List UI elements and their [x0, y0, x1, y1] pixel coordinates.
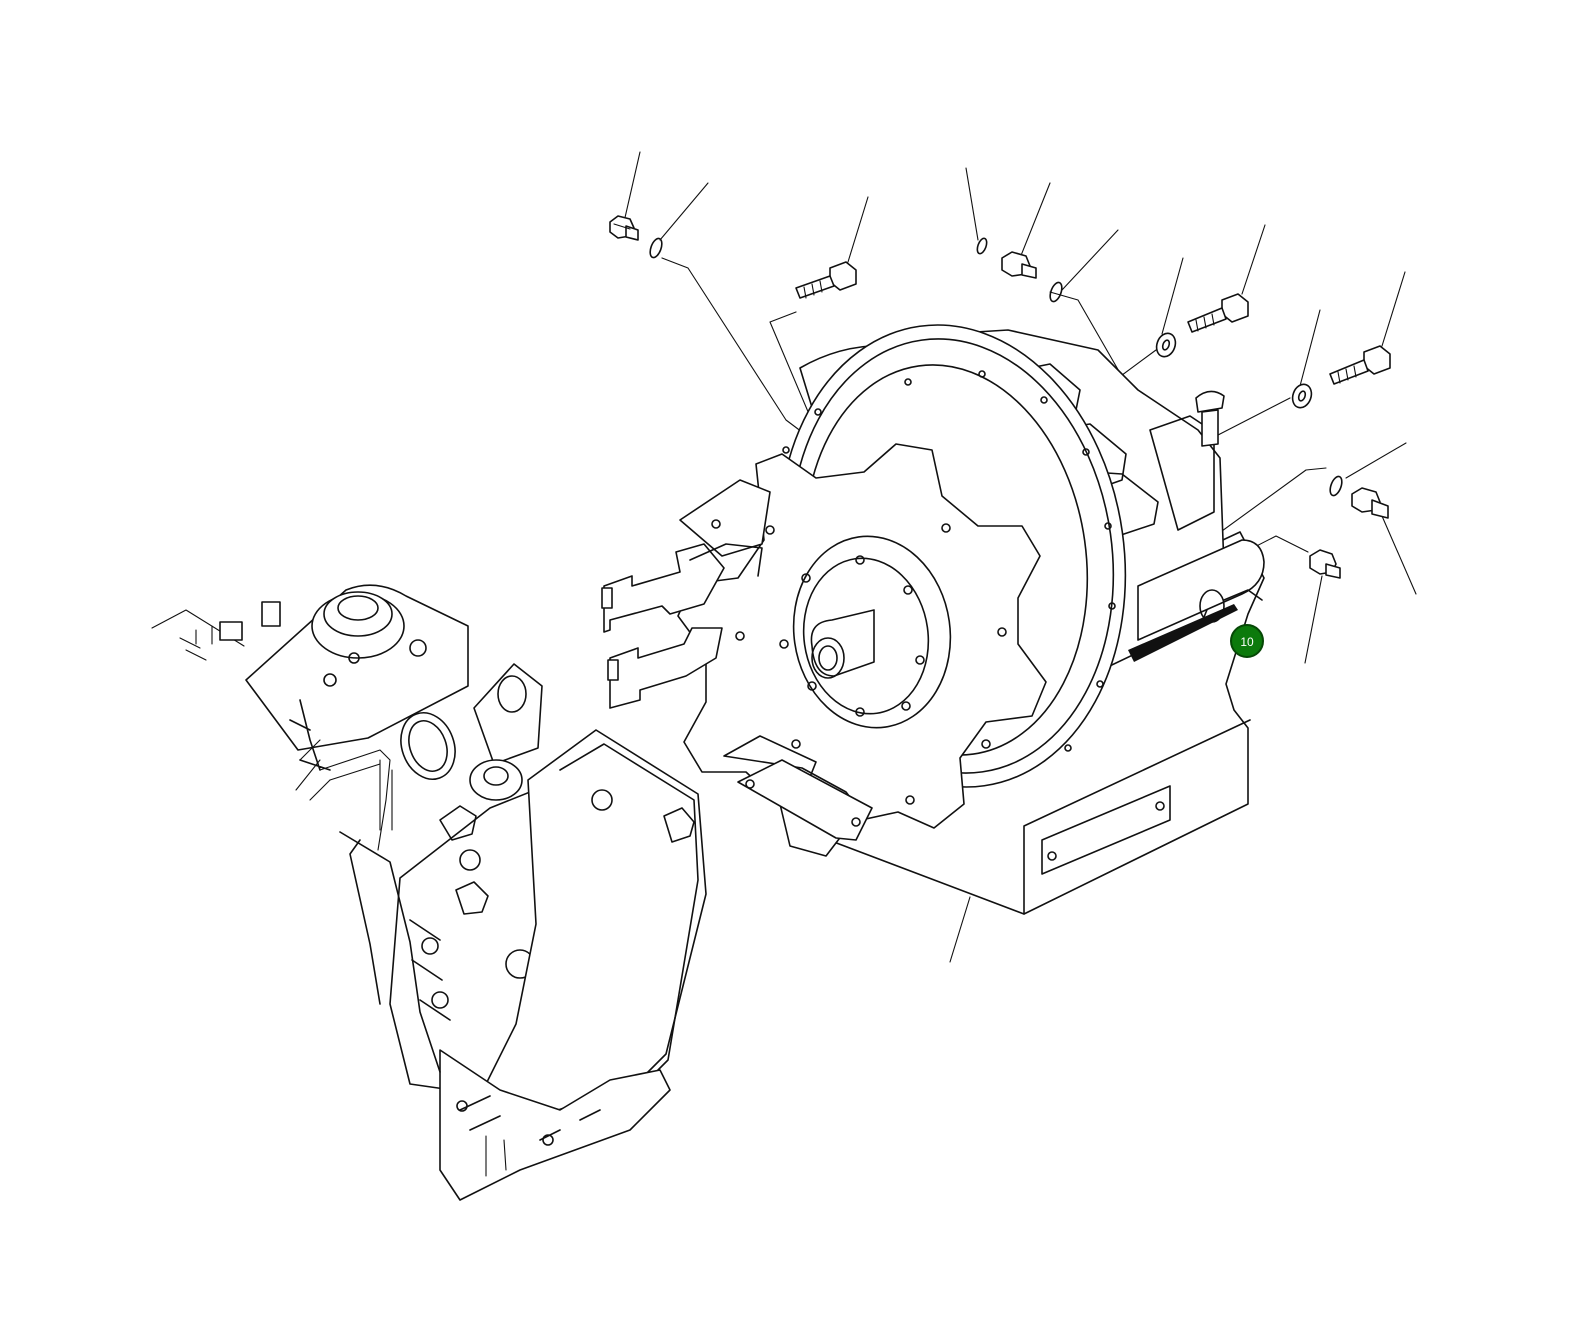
hex-plug-part	[609, 215, 639, 241]
housing-bracket	[723, 735, 873, 841]
output-yoke	[601, 479, 771, 709]
o-ring-part	[976, 237, 988, 255]
callout-circle[interactable]	[1230, 624, 1264, 658]
hex-plug-part	[1351, 487, 1389, 519]
washer-part	[1155, 332, 1177, 358]
engine-assembly	[151, 584, 707, 1201]
callout-label: 10	[1240, 635, 1254, 649]
leader-lines	[623, 151, 1417, 963]
hex-plug-part	[1309, 549, 1341, 579]
o-ring-part	[649, 237, 663, 259]
o-ring-part	[1329, 475, 1343, 497]
o-ring-part	[1049, 281, 1063, 303]
washer-part	[1291, 383, 1313, 409]
cap-screw-part	[795, 261, 857, 299]
cap-screw-part	[1329, 345, 1391, 385]
hex-plug-part	[1001, 251, 1037, 279]
callout-marker[interactable]: 10	[1230, 624, 1264, 658]
cap-screw-part	[1187, 293, 1249, 333]
